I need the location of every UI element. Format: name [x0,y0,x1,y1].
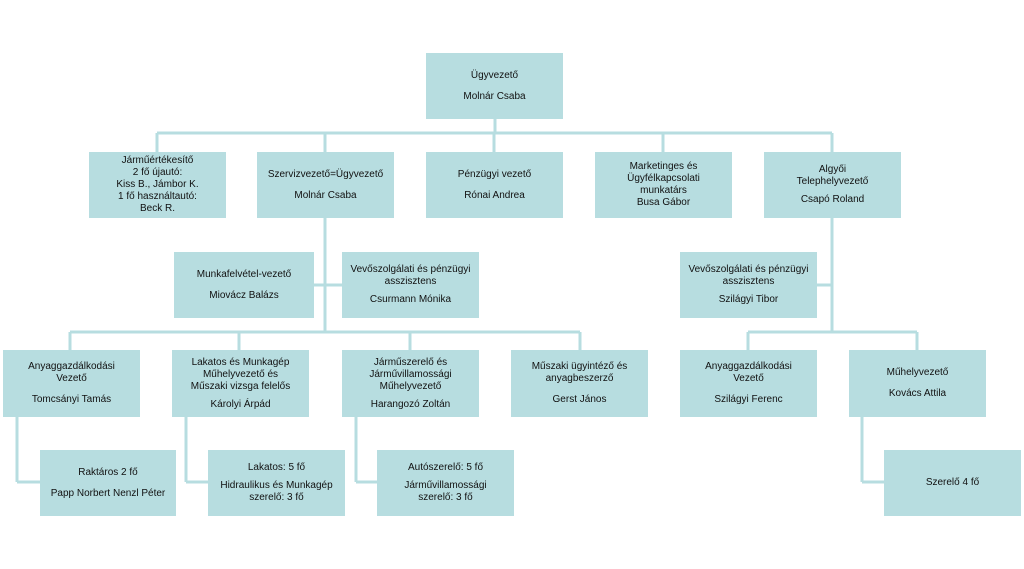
finance-title: Pénzügyi vezető [457,168,532,180]
materials-lead-1-box: Anyaggazdálkodási Vezető Tomcsányi Tamás [3,350,140,417]
workshop-lead-box: Műhelyvezető Kovács Attila [849,350,986,417]
materials-lead-1-name: Tomcsányi Tamás [31,394,112,405]
finance-box: Pénzügyi vezető Rónai Andrea [426,152,563,218]
algyo-site-box: Algyői Telephelyvezető Csapó Roland [764,152,901,218]
sales-box: Járműértékesítő 2 fő újautó: Kiss B., Já… [89,152,226,218]
finance-name: Rónai Andrea [464,189,525,201]
workshop-lead-name: Kovács Attila [888,388,947,399]
cs-assistant-2-title: Vevőszolgálati és pénzügyi asszisztens [688,264,809,287]
warehouse-title: Raktáros 2 fő [78,466,138,478]
work-intake-box: Munkafelvétel-vezető Miovácz Balázs [174,252,314,318]
materials-lead-1-title: Anyaggazdálkodási Vezető [28,361,115,384]
work-intake-name: Miovácz Balázs [209,289,279,301]
tech-admin-box: Műszaki ügyintéző és anyagbeszerző Gerst… [511,350,648,417]
cs-assistant-1-box: Vevőszolgálati és pénzügyi asszisztens C… [342,252,479,318]
locksmiths-box: Lakatos: 5 fő Hidraulikus és Munkagép sz… [208,450,345,516]
ceo-title: Ügyvezető [470,69,519,81]
ceo-box: Ügyvezető Molnár Csaba [426,53,563,119]
marketing-title: Marketinges és Ügyfélkapcsolati munkatár… [627,161,700,196]
algyo-site-title: Algyői Telephelyvezető [796,164,869,187]
cs-assistant-2-box: Vevőszolgálati és pénzügyi asszisztens S… [680,252,817,318]
service-manager-name: Molnár Csaba [294,189,357,201]
marketing-box: Marketinges és Ügyfélkapcsolati munkatár… [595,152,732,218]
materials-lead-2-title: Anyaggazdálkodási Vezető [705,361,792,384]
cs-assistant-2-name: Szilágyi Tibor [718,294,779,305]
service-manager-box: Szervizvezető=Ügyvezető Molnár Csaba [257,152,394,218]
marketing-name: Busa Gábor [636,197,691,208]
mechanic-lead-box: Járműszerelő és Járművillamossági Műhely… [342,350,479,417]
cs-assistant-1-title: Vevőszolgálati és pénzügyi asszisztens [350,264,471,287]
mechanic-lead-title: Járműszerelő és Járművillamossági Műhely… [369,356,452,392]
service-manager-title: Szervizvezető=Ügyvezető [267,168,384,180]
locksmiths-detail: Hidraulikus és Munkagép szerelő: 3 fő [220,480,333,503]
mechanics-detail: Járművillamossági szerelő: 3 fő [404,480,487,503]
sales-title: Járműértékesítő 2 fő újautó: Kiss B., Já… [116,155,199,214]
mechanics-title: Autószerelő: 5 fő [407,462,484,473]
workshop-lead-title: Műhelyvezető [886,367,949,378]
algyo-site-name: Csapó Roland [800,194,865,205]
mechanic-lead-name: Harangozó Zoltán [370,398,451,410]
fitters-box: Szerelő 4 fő [884,450,1021,516]
locksmith-lead-name: Károlyi Árpád [210,398,271,410]
tech-admin-title: Műszaki ügyintéző és anyagbeszerző [531,361,628,384]
locksmiths-title: Lakatos: 5 fő [247,462,306,473]
ceo-name: Molnár Csaba [463,90,526,102]
locksmith-lead-title: Lakatos és Munkagép Műhelyvezető és Műsz… [190,356,291,392]
warehouse-box: Raktáros 2 fő Papp Norbert Nenzl Péter [40,450,176,516]
cs-assistant-1-name: Csurmann Mónika [369,294,452,305]
work-intake-title: Munkafelvétel-vezető [196,268,292,280]
mechanics-box: Autószerelő: 5 fő Járművillamossági szer… [377,450,514,516]
materials-lead-2-box: Anyaggazdálkodási Vezető Szilágyi Ferenc [680,350,817,417]
locksmith-lead-box: Lakatos és Munkagép Műhelyvezető és Műsz… [172,350,309,417]
materials-lead-2-name: Szilágyi Ferenc [714,394,783,405]
tech-admin-name: Gerst János [552,394,607,405]
warehouse-names: Papp Norbert Nenzl Péter [50,487,166,499]
fitters-title: Szerelő 4 fő [925,477,980,488]
